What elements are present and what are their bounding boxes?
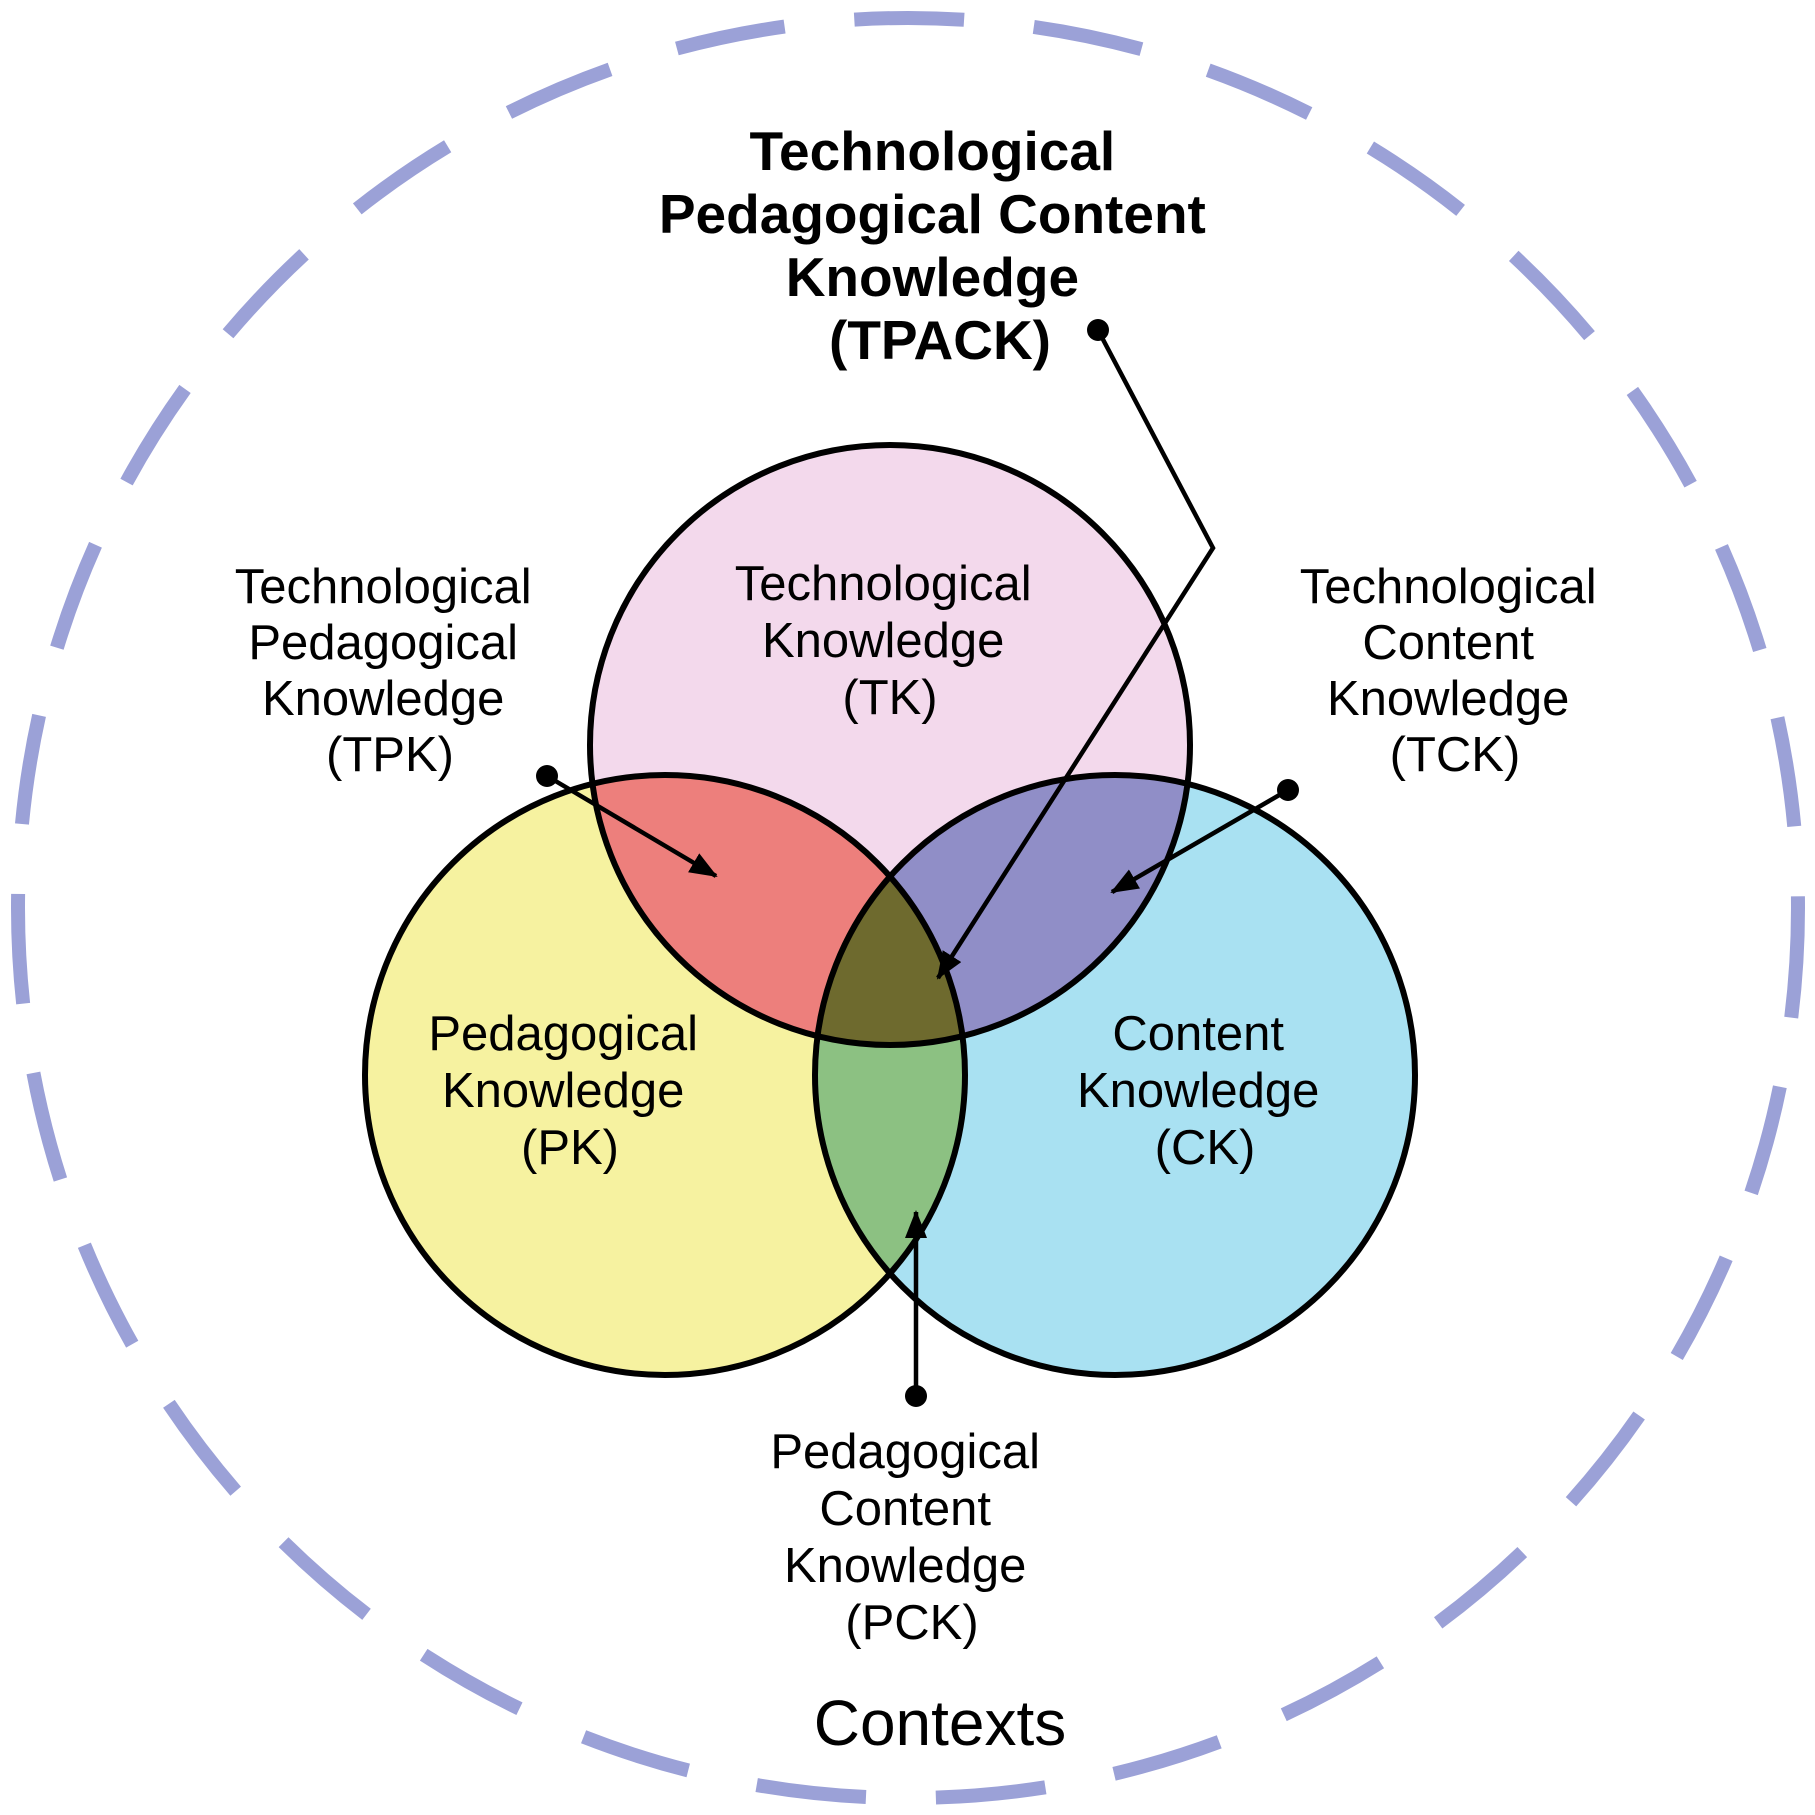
tck-label-line-4: (TCK) [1390, 728, 1521, 782]
pk-circle-outline [362, 772, 968, 1378]
tk-label-line-1: Technological [735, 557, 1032, 611]
tck-overlap-region [815, 775, 1190, 1045]
tpack-title-line-1: Technological [750, 120, 1116, 182]
tpk-label-line-4: (TPK) [326, 728, 454, 782]
tk-circle-outline [587, 442, 1193, 1048]
tpk-label-line-1: Technological [235, 560, 532, 614]
ck-circle-outline [812, 772, 1418, 1378]
pk-label-line-3: (PK) [521, 1121, 619, 1175]
pk-label: Pedagogical Knowledge (PK) [428, 1007, 711, 1175]
ck-label-line-3: (CK) [1155, 1121, 1256, 1175]
pck-label-line-4: (PCK) [845, 1596, 978, 1650]
tpack-title: Technological Pedagogical Content Knowle… [659, 120, 1221, 371]
tpack-title-line-2: Pedagogical Content [659, 183, 1206, 245]
pck-label-line-2: Content [819, 1482, 991, 1536]
tck-label-line-3: Knowledge [1327, 672, 1569, 726]
tpack-title-line-3: Knowledge [786, 246, 1079, 308]
contexts-boundary-circle [11, 11, 1805, 1805]
tk-label: Technological Knowledge (TK) [735, 557, 1046, 725]
contexts-label: Contexts [814, 1687, 1067, 1759]
tck-label: Technological Content Knowledge (TCK) [1300, 560, 1611, 782]
ck-label-line-2: Knowledge [1077, 1064, 1319, 1118]
pck-label-line-1: Pedagogical [770, 1425, 1040, 1479]
tk-label-line-2: Knowledge [762, 614, 1004, 668]
ck-label-line-1: Content [1112, 1007, 1284, 1061]
pck-label-line-3: Knowledge [784, 1539, 1026, 1593]
tpack-callout-line [936, 328, 1216, 980]
tpk-label: Technological Pedagogical Knowledge (TPK… [235, 560, 546, 782]
ck-label: Content Knowledge (CK) [1077, 1007, 1333, 1175]
tpk-label-line-2: Pedagogical [248, 616, 518, 670]
tk-label-line-3: (TK) [842, 671, 937, 725]
tpack-title-line-4: (TPACK) [829, 309, 1051, 371]
tck-callout-line [1110, 788, 1290, 894]
tpk-callout-line [545, 774, 718, 878]
tck-label-line-1: Technological [1300, 560, 1597, 614]
pck-label: Pedagogical Content Knowledge (PCK) [770, 1425, 1053, 1650]
tpk-label-line-3: Knowledge [262, 672, 504, 726]
tpk-overlap-region [590, 775, 965, 1045]
pk-label-line-2: Knowledge [442, 1064, 684, 1118]
tck-label-line-2: Content [1362, 616, 1534, 670]
pk-label-line-1: Pedagogical [428, 1007, 698, 1061]
